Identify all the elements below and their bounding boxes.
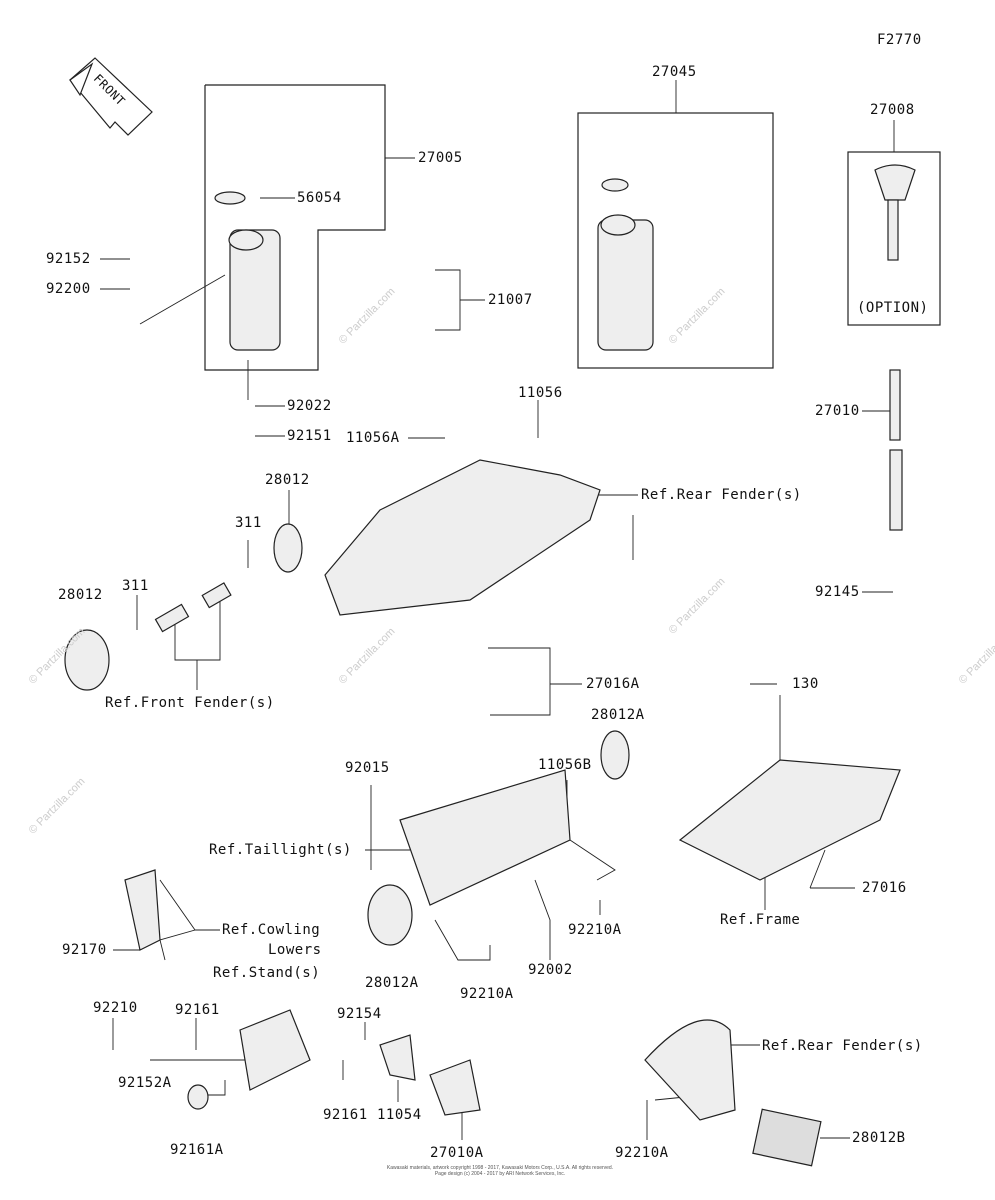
label-130[interactable]: 130 xyxy=(792,676,819,692)
label-92161-a[interactable]: 92161 xyxy=(175,1002,220,1018)
ref-taillight[interactable]: Ref.Taillight(s) xyxy=(209,842,352,858)
copyright-footer: Kawasaki materials, artwork copyright 19… xyxy=(380,1165,620,1177)
copyright-line-2: Page design (c) 2004 - 2017 by ARI Netwo… xyxy=(434,1171,566,1177)
ref-rear-fender-2[interactable]: Ref.Rear Fender(s) xyxy=(762,1038,923,1054)
label-27016[interactable]: 27016 xyxy=(862,880,907,896)
label-11056A[interactable]: 11056A xyxy=(346,430,400,446)
label-27008[interactable]: 27008 xyxy=(870,102,915,118)
rear-fender-part xyxy=(324,459,601,616)
label-27010A[interactable]: 27010A xyxy=(430,1145,484,1161)
ref-rear-fender-1[interactable]: Ref.Rear Fender(s) xyxy=(641,487,802,503)
label-11054[interactable]: 11054 xyxy=(377,1107,422,1123)
label-11056B[interactable]: 11056B xyxy=(538,757,592,773)
ref-cowling-1[interactable]: Ref.Cowling xyxy=(222,922,321,938)
label-27045[interactable]: 27045 xyxy=(652,64,697,80)
label-92152A[interactable]: 92152A xyxy=(118,1075,172,1091)
washer-part xyxy=(214,191,246,205)
frame-part xyxy=(678,759,901,881)
label-21007[interactable]: 21007 xyxy=(488,292,533,308)
label-92200[interactable]: 92200 xyxy=(46,281,91,297)
figure-code: F2770 xyxy=(877,32,922,48)
license-bracket-part xyxy=(399,769,571,906)
label-92210[interactable]: 92210 xyxy=(93,1000,138,1016)
label-92002[interactable]: 92002 xyxy=(528,962,573,978)
label-27005[interactable]: 27005 xyxy=(418,150,463,166)
option-label: (OPTION) xyxy=(857,300,929,316)
label-56054[interactable]: 56054 xyxy=(297,190,342,206)
label-92015[interactable]: 92015 xyxy=(345,760,390,776)
label-92161A[interactable]: 92161A xyxy=(170,1142,224,1158)
label-27016A[interactable]: 27016A xyxy=(586,676,640,692)
ref-stand[interactable]: Ref.Stand(s) xyxy=(213,965,321,981)
label-92210A-3[interactable]: 92210A xyxy=(615,1145,669,1161)
ref-frame[interactable]: Ref.Frame xyxy=(720,912,801,928)
label-92151[interactable]: 92151 xyxy=(287,428,332,444)
copyright-line-1: Kawasaki materials, artwork copyright 19… xyxy=(386,1165,614,1171)
label-27010[interactable]: 27010 xyxy=(815,403,860,419)
label-28012-b[interactable]: 28012 xyxy=(58,587,103,603)
label-92210A-1[interactable]: 92210A xyxy=(568,922,622,938)
front-arrow-icon xyxy=(69,57,153,136)
label-92145[interactable]: 92145 xyxy=(815,584,860,600)
group-box-27045 xyxy=(577,112,774,369)
label-311-a[interactable]: 311 xyxy=(235,515,262,531)
label-311-b[interactable]: 311 xyxy=(122,578,149,594)
label-11056[interactable]: 11056 xyxy=(518,385,563,401)
reflector-part xyxy=(273,523,303,573)
label-92210A-2[interactable]: 92210A xyxy=(460,986,514,1002)
label-28012-a[interactable]: 28012 xyxy=(265,472,310,488)
group-box-27005 xyxy=(204,84,386,371)
label-92152[interactable]: 92152 xyxy=(46,251,91,267)
label-28012A-2[interactable]: 28012A xyxy=(365,975,419,991)
label-92170[interactable]: 92170 xyxy=(62,942,107,958)
label-92154[interactable]: 92154 xyxy=(337,1006,382,1022)
label-28012B[interactable]: 28012B xyxy=(852,1130,906,1146)
label-92161-b[interactable]: 92161 xyxy=(323,1107,368,1123)
ref-cowling-2[interactable]: Lowers xyxy=(268,942,322,958)
ignition-switch-part xyxy=(229,229,281,351)
ref-front-fender[interactable]: Ref.Front Fender(s) xyxy=(105,695,275,711)
label-28012A-1[interactable]: 28012A xyxy=(591,707,645,723)
label-92022[interactable]: 92022 xyxy=(287,398,332,414)
